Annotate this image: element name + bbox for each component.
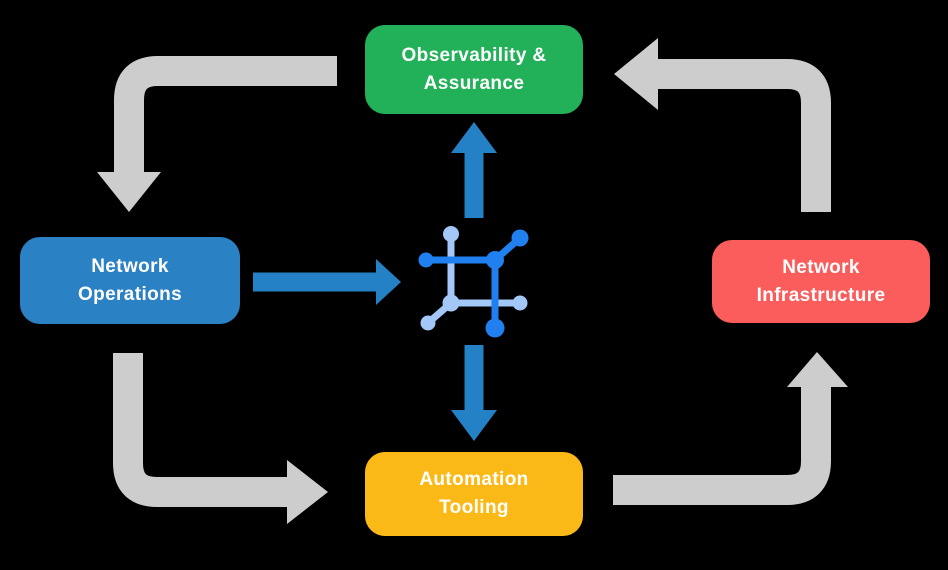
arrow-automation-to-infrastructure (613, 352, 848, 505)
network-nodes-icon (418, 226, 529, 338)
arrow-shaft (658, 59, 831, 212)
node-label: Observability & Assurance (401, 44, 547, 94)
arrow-shaft (114, 56, 337, 174)
arrowhead-right-icon (376, 259, 401, 305)
network-icon-light-part (424, 230, 521, 327)
arrowhead-left-icon (614, 38, 658, 110)
node-label: Network Operations (77, 255, 183, 305)
node-label: Automation Tooling (419, 469, 529, 518)
arrowhead-down-icon (451, 410, 497, 441)
arrow-shaft (613, 387, 831, 505)
arrowhead-down-icon (97, 172, 161, 212)
arrow-observability-to-operations (97, 56, 337, 212)
node-network-infrastructure: Network Infrastructure (712, 240, 930, 323)
arrow-center-to-automation (451, 345, 497, 441)
node-observability-assurance: Observability & Assurance (365, 25, 583, 114)
arrowhead-up-icon (787, 352, 848, 387)
node-network-operations: Network Operations (20, 237, 240, 324)
node-label: Network Infrastructure (756, 256, 886, 306)
network-icon-light-nodes (420, 226, 528, 331)
node-automation-tooling: Automation Tooling (365, 452, 583, 536)
arrow-operations-to-automation (113, 353, 328, 524)
arrowhead-right-icon (287, 460, 328, 524)
network-icon-dark-nodes (418, 229, 529, 338)
arrow-operations-to-center (253, 259, 401, 305)
arrow-center-to-observability (451, 122, 497, 218)
arrowhead-up-icon (451, 122, 497, 153)
arrow-infrastructure-to-observability (614, 38, 831, 212)
arrow-shaft (113, 353, 287, 507)
